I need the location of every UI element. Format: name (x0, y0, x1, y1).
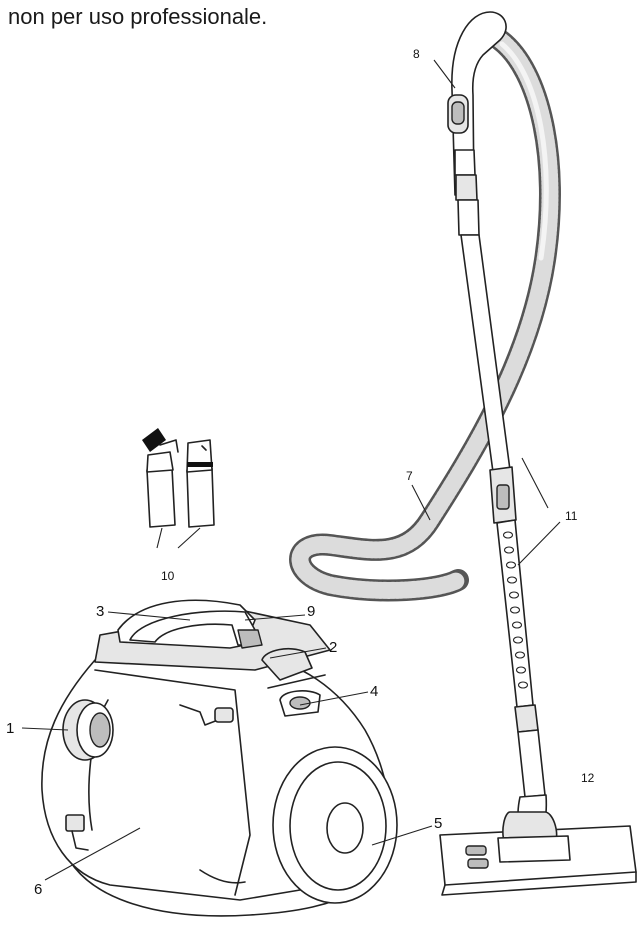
label-3: 3 (96, 603, 104, 620)
label-8: 8 (413, 47, 420, 61)
accessory-crevice (186, 439, 215, 528)
header-text: non per uso professionale. (8, 4, 268, 29)
label-10: 10 (161, 569, 175, 583)
label-1: 1 (6, 720, 14, 737)
label-11: 11 (565, 509, 578, 523)
part-labels: 8 7 11 10 3 9 2 4 1 5 6 12 (6, 47, 595, 898)
label-12: 12 (581, 771, 595, 785)
label-4: 4 (370, 683, 378, 700)
vacuum-body (41, 599, 398, 917)
telescopic-holes (502, 531, 529, 689)
label-6: 6 (34, 881, 42, 898)
hose (289, 29, 561, 602)
label-5: 5 (434, 815, 442, 832)
leader-lines (21, 59, 561, 881)
label-2: 2 (329, 639, 337, 656)
label-9: 9 (307, 603, 315, 620)
floor-nozzle (439, 811, 637, 896)
label-7: 7 (406, 469, 413, 483)
accessory-brush (142, 428, 179, 528)
handle (447, 11, 507, 236)
